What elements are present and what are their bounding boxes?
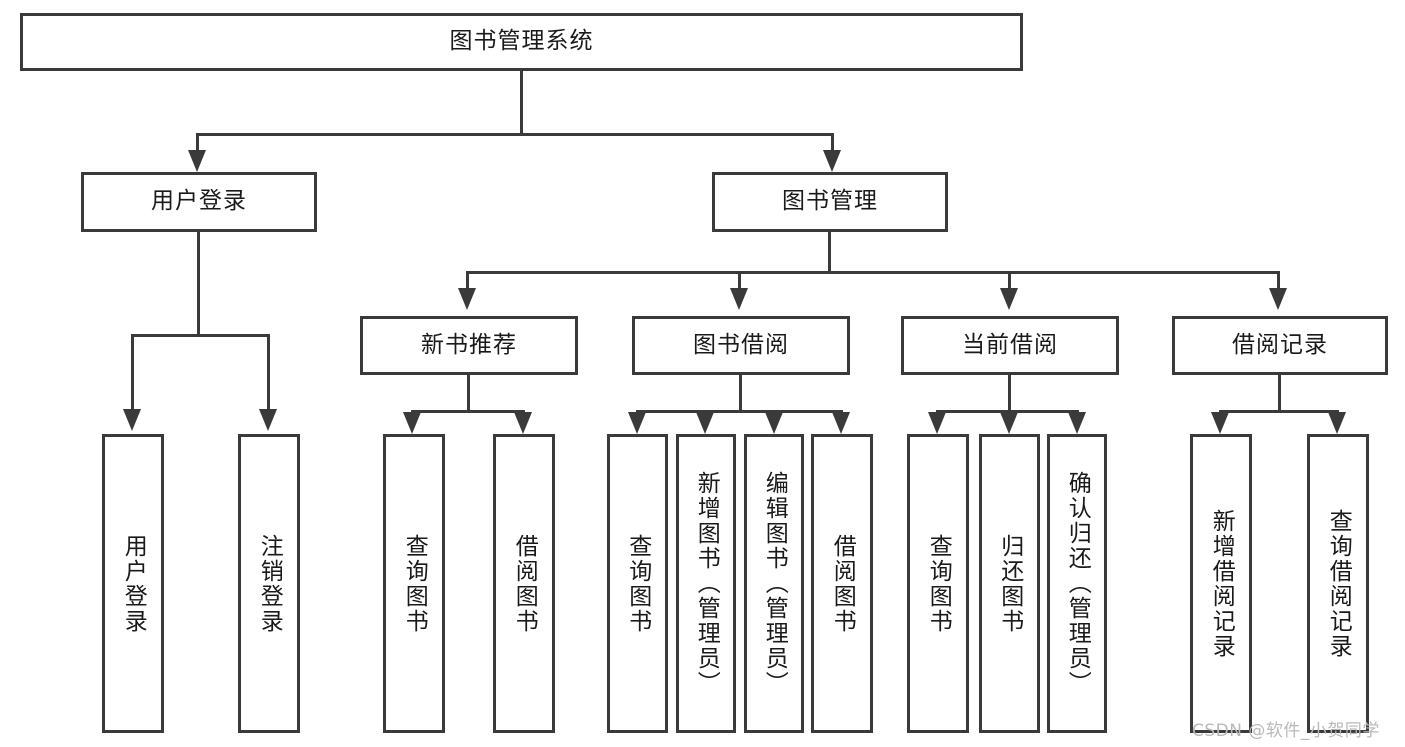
arrow-root-to-book-mgmt [823,150,841,172]
connector-root-bus [196,133,834,136]
leaf-book-borrow-0[interactable]: 查询图书 [607,434,668,733]
connector-book-mgmt-bus [466,271,1280,274]
arrow-user-login-child-1 [259,409,277,431]
connector-borrow-record-stem [1278,375,1281,413]
leaf-label: 借阅图书 [511,533,538,634]
leaf-label: 新增图书（管理员） [693,471,720,696]
leaf-book-borrow-2[interactable]: 编辑图书（管理员） [744,434,804,733]
arrow-root-to-user-login [188,150,206,172]
arrow-current-borrow-child-1 [1000,412,1018,434]
node-user-login[interactable]: 用户登录 [81,172,317,232]
connector-book-mgmt-child-3 [1277,271,1280,293]
arrow-borrow-record-child-0 [1211,412,1229,434]
connector-root-to-book-mgmt [831,133,834,155]
connector-root-stem [520,71,523,135]
leaf-label: 借阅图书 [829,533,856,634]
leaf-label: 查询借阅记录 [1325,508,1352,659]
leaf-book-borrow-1[interactable]: 新增图书（管理员） [676,434,736,733]
arrow-user-login-child-0 [123,409,141,431]
connector-book-mgmt-child-1 [738,271,741,293]
leaf-user-login-0[interactable]: 用户登录 [102,434,164,733]
arrow-new-book-child-0 [403,412,421,434]
leaf-book-borrow-3[interactable]: 借阅图书 [811,434,873,733]
watermark-csdn: CSDN @软件_小贺同学 [1192,721,1380,741]
leaf-label: 查询图书 [624,533,651,634]
arrow-book-borrow-child-0 [628,412,646,434]
leaf-label: 确认归还（管理员） [1064,471,1091,696]
connector-book-borrow-stem [739,375,742,413]
arrow-book-borrow-child-1 [696,412,714,434]
arrow-book-borrow-child-3 [832,412,850,434]
node-root-system[interactable]: 图书管理系统 [20,13,1023,71]
node-current-borrow[interactable]: 当前借阅 [901,316,1119,375]
leaf-new-book-recommend-0[interactable]: 查询图书 [383,434,445,733]
connector-current-borrow-stem [1008,375,1011,413]
leaf-label: 归还图书 [996,533,1023,634]
arrow-book-mgmt-child-1 [730,288,748,310]
arrow-book-mgmt-child-2 [1000,288,1018,310]
connector-new-book-stem [467,375,470,413]
leaf-label: 查询图书 [401,533,428,634]
connector-user-login-bus [131,334,270,337]
leaf-label: 新增借阅记录 [1208,508,1235,659]
leaf-user-login-1[interactable]: 注销登录 [238,434,300,733]
leaf-current-borrow-0[interactable]: 查询图书 [907,434,969,733]
connector-user-login-stem [197,232,200,336]
leaf-label: 编辑图书（管理员） [761,471,788,696]
leaf-current-borrow-1[interactable]: 归还图书 [979,434,1040,733]
node-book-management[interactable]: 图书管理 [712,172,948,232]
connector-book-mgmt-child-0 [466,271,469,293]
connector-root-to-user-login [196,133,199,155]
arrow-current-borrow-child-0 [928,412,946,434]
connector-current-borrow-bus [936,410,1079,413]
leaf-current-borrow-2[interactable]: 确认归还（管理员） [1047,434,1107,733]
connector-book-mgmt-stem [828,232,831,273]
leaf-borrow-record-1[interactable]: 查询借阅记录 [1307,434,1369,733]
leaf-new-book-recommend-1[interactable]: 借阅图书 [493,434,555,733]
node-borrow-record[interactable]: 借阅记录 [1172,316,1388,375]
connector-user-login-child-1 [267,334,270,414]
arrow-new-book-child-1 [514,412,532,434]
arrow-current-borrow-child-2 [1068,412,1086,434]
leaf-label: 用户登录 [120,533,147,634]
connector-user-login-child-0 [131,334,134,414]
arrow-borrow-record-child-1 [1328,412,1346,434]
connector-borrow-record-bus [1219,410,1339,413]
node-book-borrow[interactable]: 图书借阅 [632,316,850,375]
connector-new-book-bus [411,410,525,413]
connector-book-borrow-bus [636,410,843,413]
leaf-borrow-record-0[interactable]: 新增借阅记录 [1190,434,1252,733]
arrow-book-mgmt-child-0 [458,288,476,310]
node-new-book-recommend[interactable]: 新书推荐 [360,316,578,375]
leaf-label: 查询图书 [925,533,952,634]
leaf-label: 注销登录 [256,533,283,634]
connector-book-mgmt-child-2 [1008,271,1011,293]
arrow-book-mgmt-child-3 [1269,288,1287,310]
arrow-book-borrow-child-2 [765,412,783,434]
